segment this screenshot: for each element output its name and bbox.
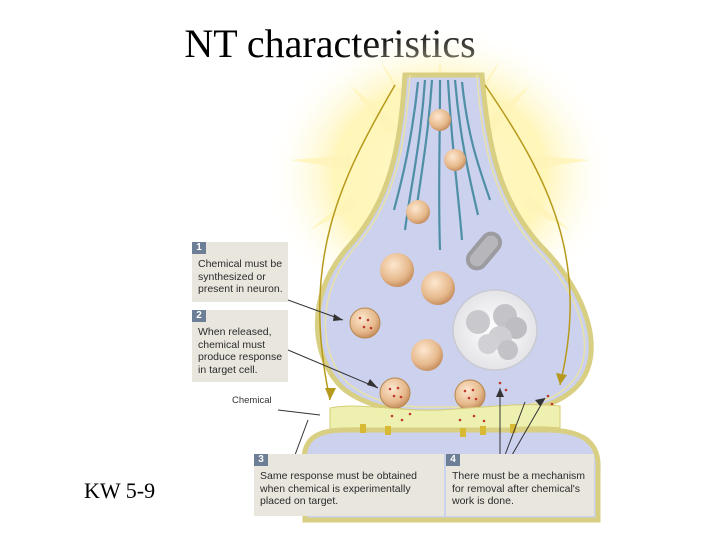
vesicles (349, 109, 486, 411)
step-1-text: Chemical must be synthesized or present … (198, 258, 283, 295)
step-1-box: 1 Chemical must be synthesized or presen… (192, 242, 288, 302)
step-3-number: 3 (254, 454, 268, 466)
chemical-label: Chemical (232, 395, 272, 406)
vesicle-dots (358, 316, 478, 401)
step-1-number: 1 (192, 242, 206, 254)
step-4-box: 4 There must be a mechanism for removal … (446, 454, 594, 516)
step-2-text: When released, chemical must produce res… (198, 326, 283, 376)
step-2-number: 2 (192, 310, 206, 322)
flow-arrows (319, 84, 571, 401)
mitochondrion (465, 231, 503, 271)
leader-lines (277, 299, 546, 456)
nucleus (452, 289, 538, 371)
step-3-box: 3 Same response must be obtained when ch… (254, 454, 444, 516)
step-4-number: 4 (446, 454, 460, 466)
receptors (360, 424, 516, 437)
slide-caption: KW 5-9 (84, 478, 156, 503)
released-chemical-dots (390, 381, 554, 423)
step-4-text: There must be a mechanism for removal af… (452, 470, 586, 507)
step-2-box: 2 When released, chemical must produce r… (192, 310, 288, 382)
step-3-text: Same response must be obtained when chem… (260, 470, 418, 507)
